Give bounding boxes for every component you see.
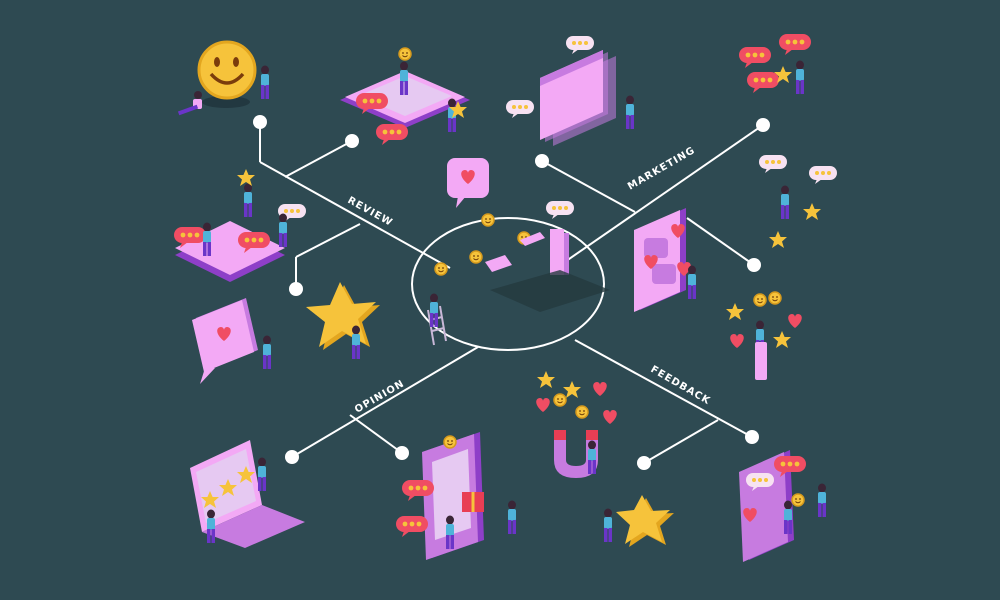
- connector-dot: [285, 450, 299, 464]
- rating-bubbles-icon: [739, 34, 811, 94]
- connector-dot: [637, 456, 651, 470]
- star-icon: [616, 495, 674, 547]
- connector-dot: [745, 430, 759, 444]
- coin-icon: [434, 262, 448, 276]
- browser-window-icon: [506, 36, 634, 146]
- laptop-icon: [190, 440, 305, 548]
- coin-icon: [469, 250, 483, 264]
- feedback-phones-icon: [739, 450, 826, 562]
- connector-line: [574, 339, 753, 438]
- connector-lines: [259, 122, 764, 464]
- connector-dot: [289, 282, 303, 296]
- heart-bubble-icon: [192, 298, 258, 384]
- phone-icon: [634, 208, 696, 312]
- marketing-label: MARKETING: [626, 145, 697, 193]
- coin-icon: [481, 213, 495, 227]
- rating-platform-icon: [174, 169, 306, 282]
- connector-line: [284, 140, 353, 178]
- connector-line: [555, 124, 764, 269]
- star-icon: [306, 282, 380, 359]
- connector-dot: [756, 118, 770, 132]
- connector-dot: [395, 446, 409, 460]
- person-figure: [261, 65, 269, 99]
- connector-line: [349, 414, 403, 454]
- connector-line: [259, 161, 451, 269]
- connector-line: [541, 160, 636, 213]
- connector-line: [291, 346, 479, 458]
- person-figure: [604, 508, 612, 542]
- celebration-icon: [726, 291, 802, 380]
- connector-line: [295, 223, 361, 258]
- sitting-person-figure: [177, 91, 202, 116]
- tablet-icon: [340, 47, 470, 145]
- opinion-label: OPINION: [353, 378, 407, 415]
- central-ellipse: [411, 217, 605, 351]
- connector-dot: [747, 258, 761, 272]
- connector-dots: [253, 115, 770, 470]
- connector-line: [686, 217, 755, 266]
- connector-line: [643, 419, 719, 464]
- connector-dot: [345, 134, 359, 148]
- magnet-icon: [536, 371, 617, 478]
- person-figure: [430, 293, 438, 327]
- connector-dot: [535, 154, 549, 168]
- connector-dot: [253, 115, 267, 129]
- person-figure: [263, 335, 271, 369]
- heart-bubble-icon: [447, 158, 489, 208]
- gift-icon: [396, 432, 516, 560]
- central-bar-chart: [485, 229, 610, 312]
- rating-bubble-icon: [546, 201, 574, 219]
- review-stars-icon: [759, 155, 837, 248]
- smiley-icon: [197, 40, 257, 108]
